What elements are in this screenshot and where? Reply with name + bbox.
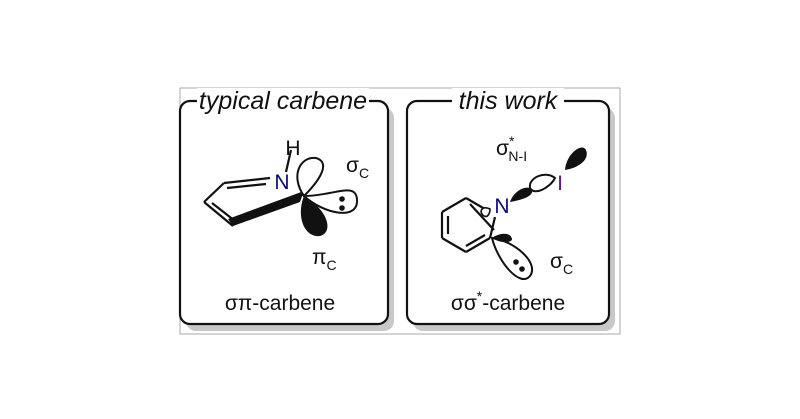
left-title-bg: [197, 88, 369, 114]
ring-bond: [441, 197, 467, 213]
right-ring: [440, 197, 497, 253]
ring-bond-double: [226, 182, 267, 190]
right-atom-i: I: [557, 172, 563, 195]
ring-bond: [203, 201, 234, 227]
left-pi-label: πC: [312, 246, 337, 273]
lone-pair-dot: [513, 259, 519, 265]
right-caption: σσ*-carbene: [451, 288, 565, 315]
ring-bond: [203, 182, 225, 203]
left-sigma-label: σC: [346, 154, 369, 181]
n-small-lobe: [480, 207, 491, 218]
left-panel-title: typical carbene: [199, 87, 367, 115]
ring-bond: [465, 237, 491, 253]
ring-bond: [441, 237, 467, 253]
n-sigma-lobe: [510, 187, 533, 202]
left-p-upper-lobe: [296, 156, 325, 198]
sigma-star-label: σ*N-I: [496, 133, 527, 164]
left-atom-h: H: [285, 137, 300, 160]
right-panel-title: this work: [459, 87, 559, 115]
lone-pair-dot: [339, 196, 345, 202]
right-sigma-back-lobe: [492, 233, 512, 243]
left-ring-wedge: [228, 191, 304, 226]
ring-bond-double: [465, 234, 486, 247]
ring-bond-double: [469, 203, 495, 231]
right-title-bg: [452, 88, 564, 114]
left-panel-box: [178, 99, 390, 326]
left-panel: typical carbene N H σC πC σπ-carbene: [178, 87, 394, 331]
left-caption: σπ-carbene: [225, 292, 335, 315]
left-p-lower-lobe: [300, 196, 328, 237]
right-sigma-label: σC: [550, 250, 573, 277]
sigma-star-lobe: [528, 173, 557, 193]
right-atom-n: N: [494, 195, 509, 218]
left-atom-n: N: [274, 171, 289, 194]
ring-bond: [223, 176, 271, 185]
lone-pair-dot: [519, 266, 525, 272]
lone-pair-dot: [339, 205, 345, 211]
iodine-back-lobe: [565, 147, 587, 170]
nh-bond: [284, 149, 293, 173]
right-panel: this work N I σ*N-I: [405, 87, 615, 331]
